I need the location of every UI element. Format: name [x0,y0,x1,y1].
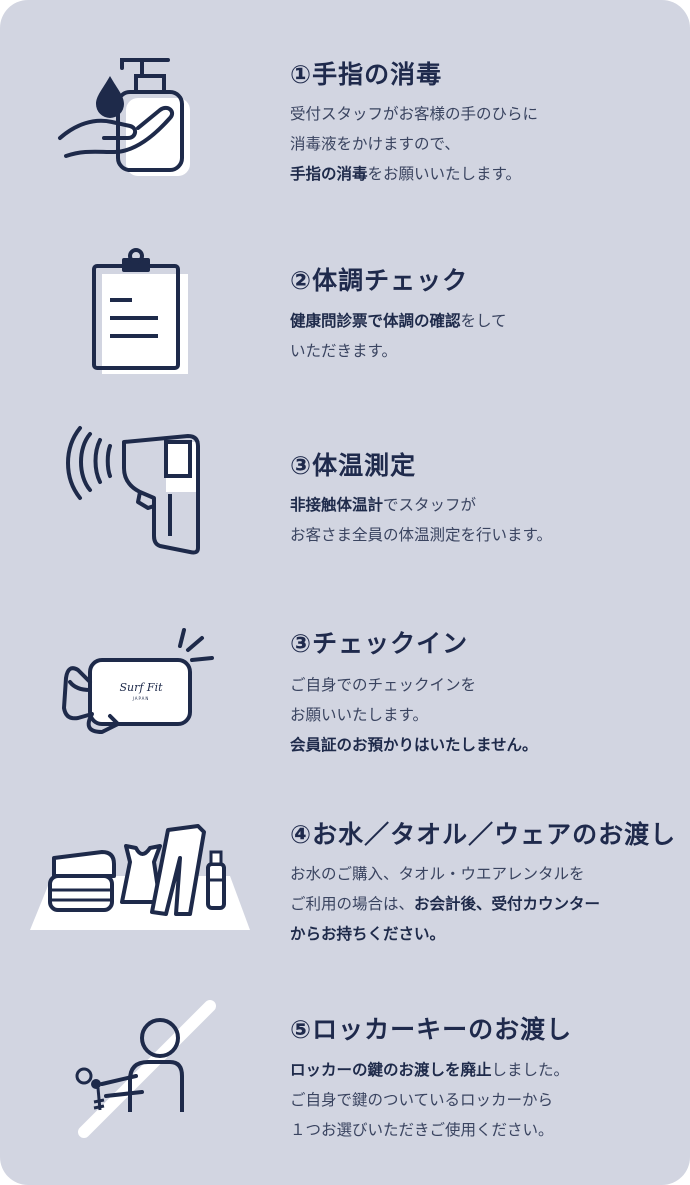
step-title: ②体調チェック [290,266,469,295]
step-description: ご自身でのチェックインをお願いいたします。会員証のお預かりはいたしません。 [290,670,538,760]
body-text: ご自身でのチェックインを [290,676,477,694]
step-title: ③体温測定 [290,451,417,480]
thermometer-gun-icon [66,426,208,556]
emphasis-text: お会計後、受付カウンター [414,895,601,913]
step-description: 健康問診票で体調の確認をしていただきます。 [290,306,507,366]
card-logo-sub: JAPAN [132,696,150,701]
body-text: お願いいたします。 [290,706,428,724]
body-text: 受付スタッフがお客様の手のひらに [290,105,539,123]
emphasis-text: 手指の消毒 [290,165,368,183]
description-line: お願いいたします。 [290,700,538,730]
description-line: 消毒液をかけますので、 [290,129,538,159]
card-logo: Surf Fit [119,681,163,694]
body-text: をして [460,312,507,330]
body-text: をお願いいたします。 [367,165,521,183]
no-locker-key-icon [70,1000,220,1140]
step-description: ロッカーの鍵のお渡しを廃止しました。ご自身で鍵のついているロッカーから １つお選び… [290,1055,569,1145]
description-line: ご自身で鍵のついているロッカーから [290,1085,569,1115]
description-line: ご自身でのチェックインを [290,670,538,700]
description-line: 手指の消毒をお願いいたします。 [290,159,538,189]
body-text: お客さま全員の体温測定を行います。 [290,526,552,544]
step-title: ③チェックイン [290,629,469,658]
body-text: いただきます。 [290,342,397,360]
description-line: いただきます。 [290,336,507,366]
description-line: ご利用の場合は、お会計後、受付カウンター [290,889,600,919]
emphasis-text: 健康問診票で体調の確認 [290,312,461,330]
body-text: 消毒液をかけますので、 [290,135,460,153]
emphasis-text: ロッカーの鍵のお渡しを廃止 [290,1061,492,1079]
body-text: １つお選びいただきご使用ください。 [290,1121,554,1139]
emphasis-text: 非接触体温計 [290,496,384,514]
step-title: ①手指の消毒 [290,60,443,89]
description-line: からお持ちください。 [290,919,600,949]
step-description: お水のご購入、タオル・ウエアレンタルをご利用の場合は、お会計後、受付カウンターか… [290,859,600,949]
description-line: １つお選びいただきご使用ください。 [290,1115,569,1145]
hand-sanitizer-icon [58,52,198,182]
step-title: ④お水／タオル／ウェアのお渡し [290,820,677,849]
description-line: 非接触体温計でスタッフが [290,490,552,520]
description-line: 受付スタッフがお客様の手のひらに [290,99,538,129]
step-title: ⑤ロッカーキーのお渡し [290,1015,573,1044]
body-text: ご自身で鍵のついているロッカーから [290,1091,554,1109]
description-line: ロッカーの鍵のお渡しを廃止しました。 [290,1055,569,1085]
description-line: 会員証のお預かりはいたしません。 [290,730,538,760]
step-description: 非接触体温計でスタッフがお客さま全員の体温測定を行います。 [290,490,552,550]
step-description: 受付スタッフがお客様の手のひらに消毒液をかけますので、手指の消毒をお願いいたしま… [290,99,538,189]
body-text: お水のご購入、タオル・ウエアレンタルを [290,865,585,883]
description-line: お客さま全員の体温測定を行います。 [290,520,552,550]
member-card-icon: Surf Fit JAPAN [62,628,218,746]
clipboard-icon [92,248,192,376]
body-text: しました。 [491,1061,570,1079]
body-text: ご利用の場合は、 [290,895,415,913]
emphasis-text: 会員証のお預かりはいたしません。 [290,736,538,754]
description-line: お水のご購入、タオル・ウエアレンタルを [290,859,600,889]
description-line: 健康問診票で体調の確認をして [290,306,507,336]
body-text: でスタッフが [383,496,477,514]
emphasis-text: からお持ちください。 [290,925,446,943]
towel-wear-water-icon [30,818,252,934]
